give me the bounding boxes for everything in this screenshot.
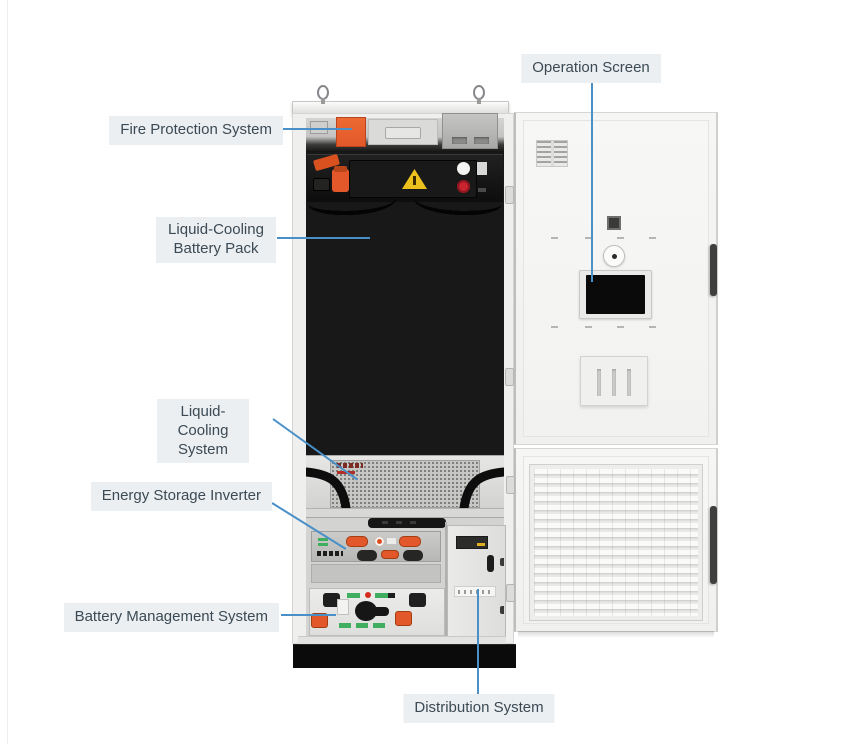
leader-line-bms xyxy=(281,614,336,616)
door-lower xyxy=(514,448,718,638)
screw-mark xyxy=(585,237,592,239)
battery-pack-indicator-button xyxy=(457,162,470,175)
screw-mark xyxy=(551,326,558,328)
callout-liquid-cooling-system: Liquid-Cooling System xyxy=(157,399,249,464)
leader-line-fire-protection xyxy=(283,128,352,130)
bms-main-knob xyxy=(355,601,389,621)
inverter-orange-connector xyxy=(399,536,421,547)
bms-orange-connector xyxy=(395,611,412,626)
battery-pack-stop-button xyxy=(457,180,470,193)
callout-operation-screen: Operation Screen xyxy=(521,54,661,83)
top-compartment xyxy=(306,113,504,152)
bms-square-knob xyxy=(409,593,426,607)
battery-pack-black-connector xyxy=(313,178,330,191)
tray-slot xyxy=(597,369,601,396)
lower-bay xyxy=(306,517,506,637)
control-box-slot xyxy=(452,137,467,144)
cooling-port-marks xyxy=(337,463,363,468)
screw-mark xyxy=(585,326,592,328)
battery-pack-label-tag xyxy=(477,162,487,175)
inverter-terminal-green xyxy=(318,538,328,541)
distribution-display xyxy=(456,536,488,549)
door-vent xyxy=(536,140,568,167)
cover-panel-handle xyxy=(385,127,421,139)
door-hinge xyxy=(506,584,515,602)
leader-line-battery-pack xyxy=(277,237,370,239)
cooling-section xyxy=(306,455,504,518)
cabinet-base xyxy=(293,644,516,668)
screen-tray xyxy=(580,356,648,406)
cabinet-sill xyxy=(298,636,506,645)
door-upper xyxy=(514,112,718,445)
leader-line-distribution xyxy=(477,589,479,695)
callout-battery-management-system: Battery Management System xyxy=(63,603,279,632)
inverter-black-connector xyxy=(403,550,423,561)
battery-pack-stack xyxy=(306,152,504,455)
tray-slot xyxy=(627,369,631,396)
callout-fire-protection-system: Fire Protection System xyxy=(109,116,283,145)
door-square-port xyxy=(607,216,621,230)
distribution-handle xyxy=(487,555,494,572)
screw-mark xyxy=(551,237,558,239)
callout-energy-storage-inverter: Energy Storage Inverter xyxy=(90,482,272,511)
page-left-border xyxy=(7,0,8,744)
inverter-port-row xyxy=(317,551,343,556)
operation-screen-display xyxy=(586,275,645,314)
battery-pack-port-mark xyxy=(478,188,486,192)
leader-line-operation-screen xyxy=(591,80,593,282)
battery-cable-right xyxy=(413,195,501,215)
callout-distribution-system: Distribution System xyxy=(403,694,555,723)
bms-square-knob xyxy=(323,593,340,607)
door-handle-lower xyxy=(710,506,717,584)
tray-slot xyxy=(612,369,616,396)
bms-terminal-green xyxy=(375,593,395,598)
door-hinge xyxy=(505,186,514,204)
cooling-bottom-rail xyxy=(306,508,504,518)
inverter-black-connector xyxy=(357,550,377,561)
callout-liquid-cooling-battery-pack: Liquid-Cooling Battery Pack xyxy=(156,217,276,263)
distribution-hinge xyxy=(500,606,504,614)
bms-terminal-green xyxy=(347,593,360,598)
cover-panel xyxy=(368,119,438,145)
louver-vent xyxy=(529,464,703,621)
battery-cable-left xyxy=(309,195,397,215)
inverter-ring xyxy=(375,537,384,546)
battery-pack-coolant-port xyxy=(332,166,349,192)
door-handle-upper xyxy=(710,244,717,296)
distribution-hinge xyxy=(500,558,504,566)
inverter-top-bar xyxy=(368,518,446,528)
lift-hook-icon xyxy=(473,85,485,104)
door-hinge xyxy=(506,476,515,494)
door-lock xyxy=(603,245,625,267)
inverter-white-piece xyxy=(387,538,396,544)
inverter-terminal-green xyxy=(318,543,328,546)
inverter-blank-panel xyxy=(311,564,441,583)
bms-red-dot xyxy=(365,592,371,598)
screw-mark xyxy=(649,237,656,239)
battery-pack xyxy=(307,153,503,215)
inverter-orange-connector xyxy=(381,550,399,559)
inverter-panel xyxy=(311,531,441,562)
lift-hook-icon xyxy=(317,85,329,104)
screw-mark xyxy=(617,237,624,239)
inlet-connector xyxy=(310,121,328,134)
fire-suppression-module xyxy=(336,117,366,147)
coolant-hoses-icon xyxy=(306,467,504,513)
bay-divider xyxy=(445,522,447,636)
bms-orange-connector xyxy=(311,613,328,628)
bms-latch xyxy=(337,599,349,615)
bms-panel xyxy=(309,588,445,636)
door-hinge xyxy=(505,368,514,386)
control-box xyxy=(442,113,498,149)
distribution-box xyxy=(447,525,506,637)
inverter-orange-connector xyxy=(346,536,368,547)
bms-green-row xyxy=(339,623,385,628)
screw-mark xyxy=(649,326,656,328)
control-box-slot xyxy=(474,137,489,144)
screw-mark xyxy=(617,326,624,328)
screen-bracket xyxy=(579,270,652,319)
distribution-label-strip xyxy=(454,586,496,597)
